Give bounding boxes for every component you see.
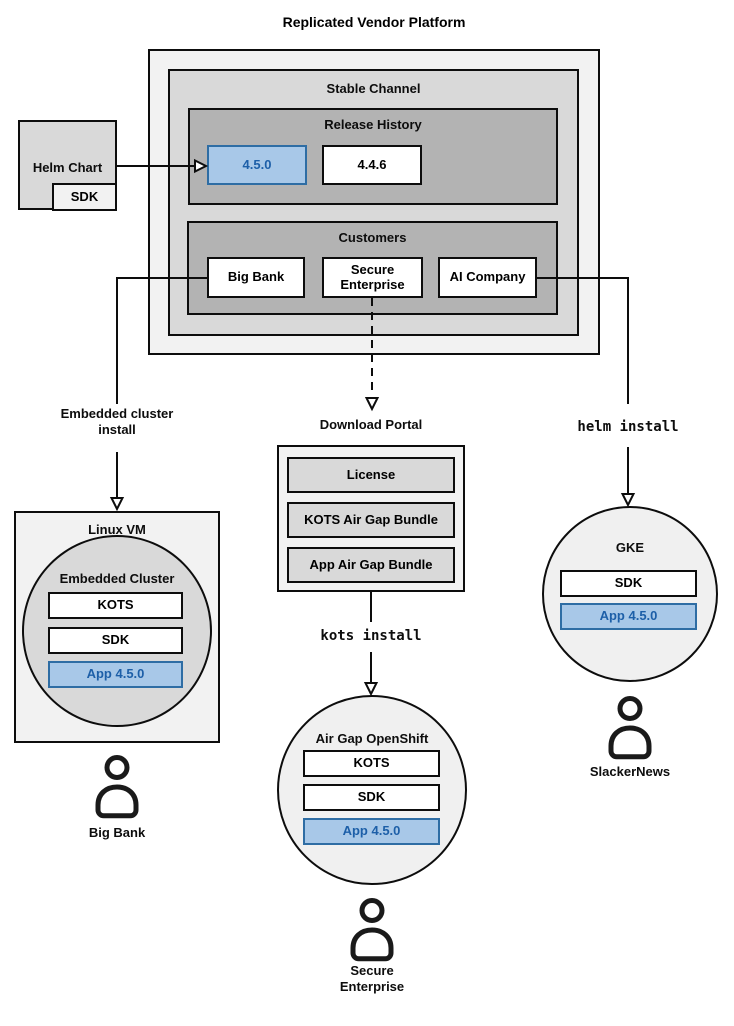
gke-label: GKE — [615, 540, 645, 555]
arrowhead-gke — [620, 493, 636, 508]
big-bank-user-label: Big Bank — [88, 825, 146, 840]
app-airgap-bundle-box: App Air Gap Bundle — [287, 547, 455, 583]
embedded-install-label: Embedded cluster install — [60, 406, 174, 438]
gke-sdk-box: SDK — [560, 570, 697, 597]
helm-install-label: helm install — [577, 419, 679, 435]
arrowhead-openshift — [363, 682, 379, 697]
os-app-box: App 4.5.0 — [303, 818, 440, 845]
linux-vm-label: Linux VM — [88, 522, 146, 537]
ec-app-box: App 4.5.0 — [48, 661, 183, 688]
os-kots-box: KOTS — [303, 750, 440, 777]
release-4-4-6: 4.4.6 — [322, 145, 422, 185]
download-portal-label: Download Portal — [319, 417, 423, 432]
release-4-5-0: 4.5.0 — [207, 145, 307, 185]
airgap-openshift-label: Air Gap OpenShift — [315, 731, 429, 746]
helm-chart-sdk-box: SDK — [52, 183, 117, 211]
customer-ai-company: AI Company — [438, 257, 537, 298]
slackernews-user-label: SlackerNews — [589, 764, 671, 779]
customer-secure-enterprise: Secure Enterprise — [322, 257, 423, 298]
big-bank-user-icon — [93, 755, 141, 824]
os-sdk-box: SDK — [303, 784, 440, 811]
secure-enterprise-user-icon — [348, 898, 396, 967]
ec-sdk-box: SDK — [48, 627, 183, 654]
gke-app-box: App 4.5.0 — [560, 603, 697, 630]
customers-label: Customers — [338, 230, 407, 245]
license-box: License — [287, 457, 455, 493]
slackernews-user-icon — [606, 696, 654, 765]
embedded-cluster-label: Embedded Cluster — [59, 571, 175, 586]
release-history-label: Release History — [324, 117, 422, 132]
arrowhead-linuxvm — [109, 497, 125, 512]
kots-airgap-bundle-box: KOTS Air Gap Bundle — [287, 502, 455, 538]
stable-channel-label: Stable Channel — [326, 81, 421, 96]
secure-enterprise-user-label: Secure Enterprise — [339, 963, 405, 995]
ec-kots-box: KOTS — [48, 592, 183, 619]
arrowhead-portal — [364, 397, 380, 412]
customer-big-bank: Big Bank — [207, 257, 305, 298]
kots-install-label: kots install — [320, 628, 422, 644]
diagram-title: Replicated Vendor Platform — [282, 14, 466, 30]
helm-chart-label: Helm Chart — [32, 160, 103, 175]
